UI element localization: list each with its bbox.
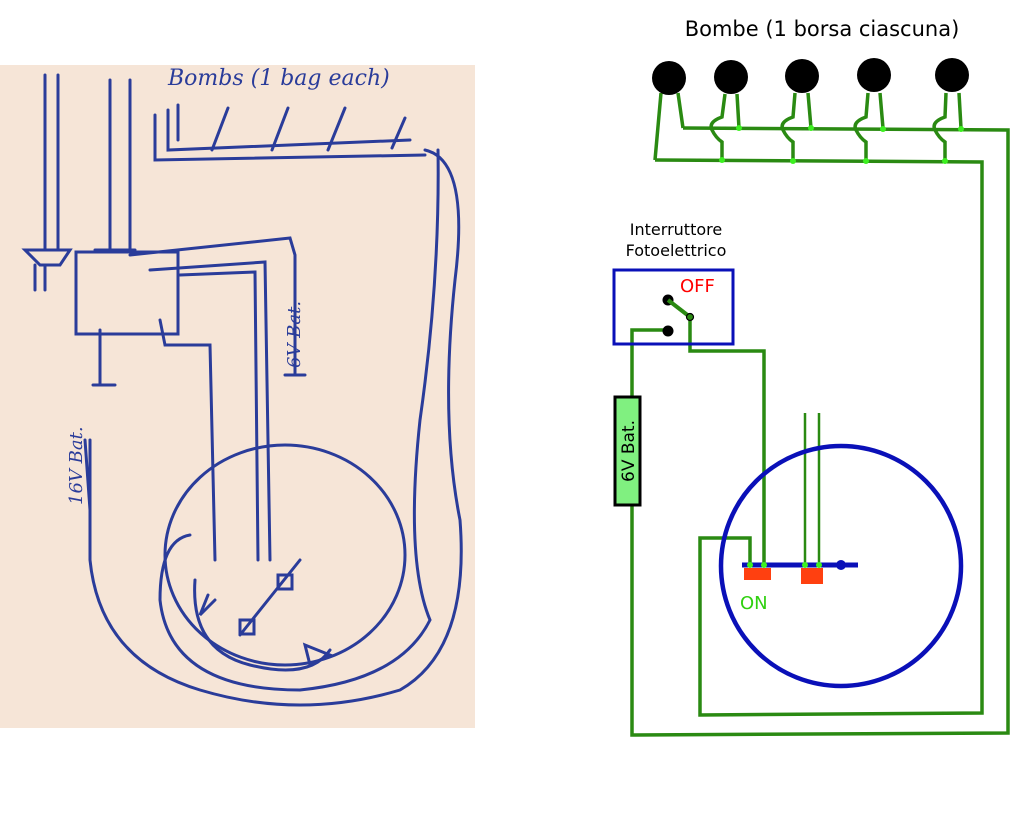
- bomb-icon: [935, 58, 969, 92]
- switch-label-line1: Interruttore: [630, 220, 722, 239]
- switch-lever: [666, 298, 692, 319]
- sketch-battery-right-label: 6V Bat.: [284, 301, 305, 368]
- contact-pad: [744, 568, 771, 580]
- off-label: OFF: [680, 276, 715, 297]
- bombs: [652, 58, 969, 95]
- bomb-icon: [652, 61, 686, 95]
- bomb-icon: [785, 59, 819, 93]
- sketch-battery-left-label: 16V Bat.: [66, 426, 87, 505]
- circuit-diagram: Bombe (1 borsa ciascuna): [612, 17, 1010, 737]
- switch-pivot: [685, 312, 695, 322]
- battery-label: 6V Bat.: [619, 420, 639, 482]
- bomb-icon: [714, 60, 748, 94]
- rotating-disc: [718, 443, 964, 689]
- switch-contact-on: [662, 325, 674, 337]
- disc-wires: [803, 413, 821, 565]
- wires: [630, 92, 1010, 737]
- sketch-paper: [0, 65, 475, 728]
- hand-sketch: Bombs (1 bag each) 16V Bat. 6V Bat.: [0, 65, 475, 728]
- on-label: ON: [740, 593, 768, 614]
- disc-pivot: [836, 560, 846, 570]
- switch-label-line2: Fotoelettrico: [626, 241, 727, 260]
- disc-nodes: [747, 562, 822, 568]
- battery: [613, 395, 642, 507]
- photoelectric-switch-box: [612, 268, 735, 346]
- contact-pad: [801, 568, 823, 584]
- bomb-icon: [857, 58, 891, 92]
- junction-nodes: [719, 125, 964, 164]
- diagram-title: Bombe (1 borsa ciascuna): [685, 17, 960, 41]
- sketch-bombs-label: Bombs (1 bag each): [167, 66, 390, 91]
